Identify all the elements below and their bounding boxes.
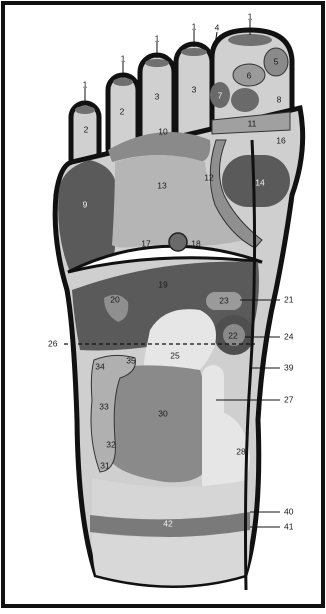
label-28: 28 bbox=[236, 446, 246, 456]
label-16: 16 bbox=[276, 135, 286, 145]
toe-tip-little bbox=[75, 106, 95, 114]
label-14: 14 bbox=[255, 177, 265, 187]
toe-tip-big bbox=[228, 34, 272, 46]
label-34: 34 bbox=[95, 361, 105, 371]
label-31: 31 bbox=[100, 460, 110, 470]
label-8: 8 bbox=[277, 94, 282, 104]
label-33: 33 bbox=[99, 401, 109, 411]
toe-tip-third bbox=[145, 59, 169, 67]
label-30: 30 bbox=[158, 408, 168, 418]
label-9: 9 bbox=[83, 199, 88, 209]
heel-lower-area bbox=[92, 530, 250, 586]
label-35: 35 bbox=[126, 355, 136, 365]
label-39: 39 bbox=[284, 362, 294, 372]
label-40: 40 bbox=[284, 506, 294, 516]
label-1-big: 1 bbox=[248, 11, 253, 21]
label-18: 18 bbox=[191, 238, 201, 248]
label-17: 17 bbox=[141, 238, 151, 248]
label-42: 42 bbox=[163, 518, 173, 528]
label-19: 19 bbox=[158, 279, 168, 289]
label-1-fourth: 1 bbox=[121, 53, 126, 63]
toe-tip-fourth bbox=[113, 78, 133, 86]
label-21: 21 bbox=[284, 294, 294, 304]
label-2-fourth: 2 bbox=[120, 106, 125, 116]
label-6: 6 bbox=[247, 70, 252, 80]
label-5: 5 bbox=[274, 56, 279, 66]
label-1-third: 1 bbox=[155, 33, 160, 43]
label-4: 4 bbox=[215, 22, 220, 32]
label-12: 12 bbox=[204, 172, 214, 182]
label-27: 27 bbox=[284, 394, 294, 404]
label-3-third: 3 bbox=[155, 91, 160, 101]
zone-7-area bbox=[231, 88, 259, 112]
label-20: 20 bbox=[110, 294, 120, 304]
label-26: 26 bbox=[48, 338, 58, 348]
label-23: 23 bbox=[219, 295, 229, 305]
zone-18-area bbox=[169, 233, 187, 251]
zone-30-area bbox=[108, 365, 210, 482]
label-1-little: 1 bbox=[83, 79, 88, 89]
label-11: 11 bbox=[248, 118, 257, 128]
label-10: 10 bbox=[158, 126, 168, 136]
label-3-second: 3 bbox=[192, 84, 197, 94]
label-25: 25 bbox=[170, 350, 180, 360]
label-32: 32 bbox=[106, 439, 116, 449]
label-13: 13 bbox=[157, 180, 167, 190]
label-1-second: 1 bbox=[192, 21, 197, 31]
label-41: 41 bbox=[284, 521, 294, 531]
toe-tip-second bbox=[181, 48, 207, 56]
label-2-little: 2 bbox=[84, 124, 89, 134]
label-7: 7 bbox=[218, 90, 223, 100]
label-22: 22 bbox=[228, 330, 238, 340]
label-24: 24 bbox=[284, 331, 294, 341]
